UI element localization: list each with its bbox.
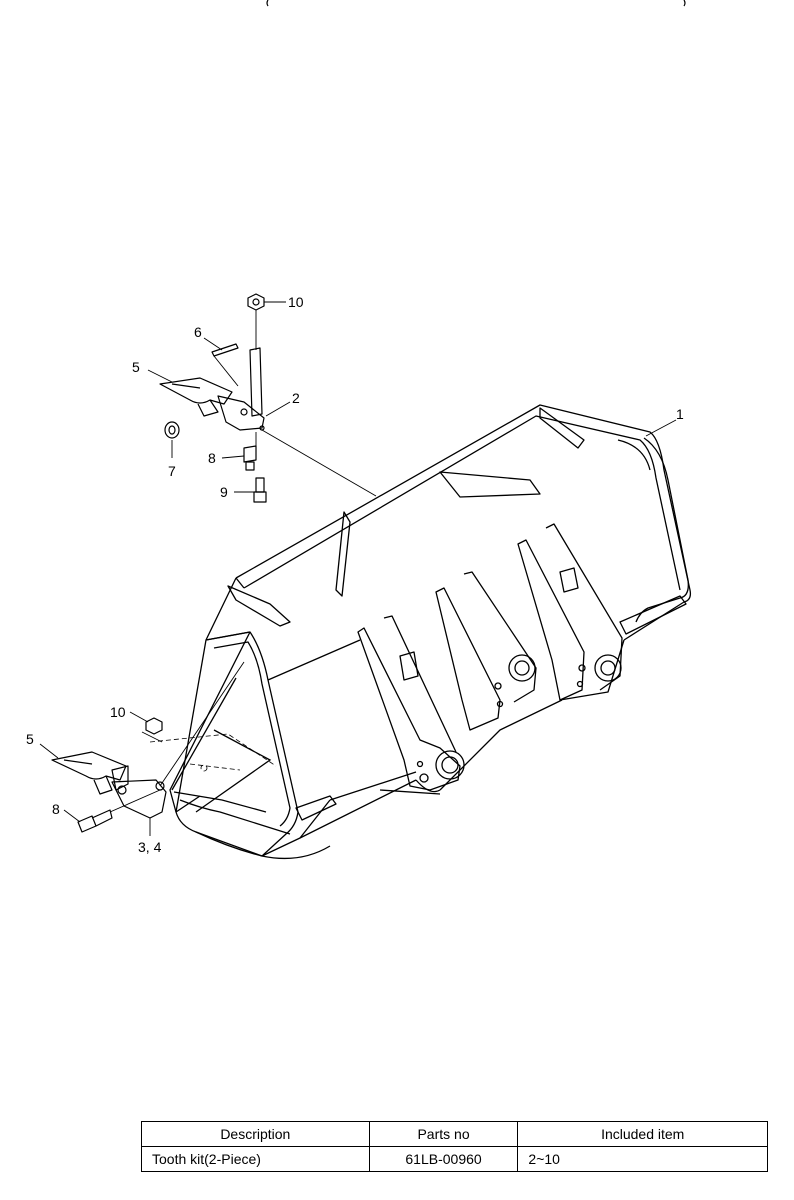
tooth-assembly-top (159, 293, 267, 503)
bucket-inner-dashed (149, 733, 277, 772)
header-parts-no: Parts no (368, 1121, 519, 1147)
callout-1: 1 (676, 406, 684, 422)
callout-10-top: 10 (288, 294, 304, 310)
parts-table: Description Parts no Included item Tooth… (141, 1121, 768, 1172)
bucket-mouth (169, 631, 272, 813)
callout-2: 2 (292, 390, 300, 406)
callout-5-bottom: 5 (26, 731, 34, 747)
leader-lines-bottom (39, 661, 245, 836)
leader-line-item-1 (645, 419, 677, 437)
cell-included-item: 2~10 (517, 1146, 768, 1172)
callout-5-top: 5 (132, 359, 140, 375)
bucket-body (175, 404, 692, 860)
table-row: Tooth kit(2-Piece) 61LB-00960 2~10 (141, 1146, 768, 1172)
top-crop-marks (266, 0, 686, 7)
table-header-row: Description Parts no Included item (141, 1121, 768, 1147)
callout-3-4: 3, 4 (138, 839, 162, 855)
callout-6: 6 (194, 324, 202, 340)
header-included-item: Included item (517, 1121, 768, 1147)
callout-labels: 1 2 10 6 5 7 8 9 10 5 8 3, 4 (26, 294, 684, 855)
cell-description: Tooth kit(2-Piece) (141, 1146, 370, 1172)
header-description: Description (141, 1121, 370, 1147)
callout-7: 7 (168, 463, 176, 479)
leader-lines-top (147, 301, 377, 497)
cell-parts-no: 61LB-00960 (368, 1146, 519, 1172)
callout-8-top: 8 (208, 450, 216, 466)
callout-8-bottom: 8 (52, 801, 60, 817)
callout-10-bottom: 10 (110, 704, 126, 720)
callout-9: 9 (220, 484, 228, 500)
mounting-brackets (357, 523, 623, 795)
